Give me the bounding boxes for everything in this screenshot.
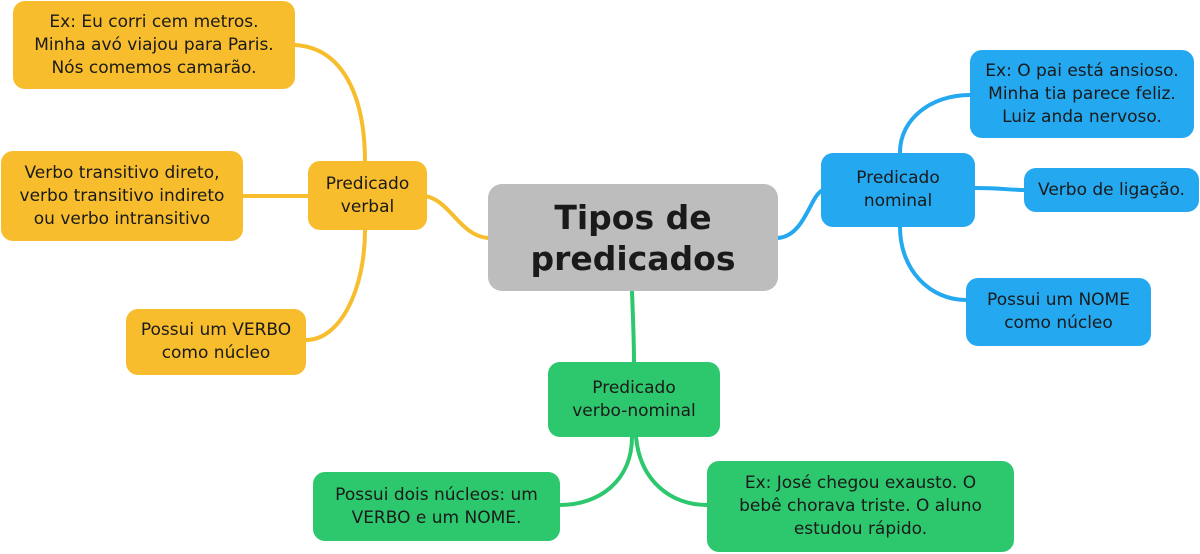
nominal-example-node: Ex: O pai está ansioso. Minha tia parece… [970, 50, 1194, 138]
link-nominal-nucleus [898, 225, 968, 302]
verbo-nominal-example-text: Ex: José chegou exausto. O bebê chorava … [739, 473, 982, 539]
link-central-verbo-nominal [630, 289, 636, 364]
nominal-example-text: Ex: O pai está ansioso. Minha tia parece… [985, 60, 1179, 127]
link-nominal-example [898, 93, 972, 154]
link-verbal-example [293, 43, 367, 164]
verbo-nominal-label: Predicado verbo-nominal [572, 377, 696, 421]
verbal-verbs-text: Verbo transitivo direto, verbo transitiv… [19, 162, 225, 229]
verbal-label: Predicado verbal [325, 173, 410, 217]
verbo-nominal-nucleus-node: Possui dois núcleos: um VERBO e um NOME. [313, 472, 560, 541]
link-vn-nucleus [558, 435, 634, 507]
verbo-nominal-example-node: Ex: José chegou exausto. O bebê chorava … [707, 461, 1014, 552]
verbal-node: Predicado verbal [308, 161, 427, 230]
nominal-verb-text: Verbo de ligação. [1038, 179, 1185, 200]
nominal-node: Predicado nominal [821, 153, 975, 227]
nominal-nucleus-node: Possui um NOME como núcleo [966, 278, 1151, 346]
link-vn-example [634, 435, 709, 507]
verbo-nominal-nucleus-text: Possui dois núcleos: um VERBO e um NOME. [335, 484, 538, 528]
link-central-verbal [423, 194, 490, 240]
verbal-nucleus-node: Possui um VERBO como núcleo [126, 309, 306, 375]
link-verbal-nucleus [304, 228, 367, 342]
link-nominal-verb [973, 186, 1027, 192]
link-central-nominal [776, 188, 825, 240]
nominal-verb-node: Verbo de ligação. [1024, 168, 1199, 212]
verbal-example-node: Ex: Eu corri cem metros. Minha avó viajo… [13, 1, 295, 89]
nominal-nucleus-text: Possui um NOME como núcleo [987, 290, 1130, 333]
verbal-example-text: Ex: Eu corri cem metros. Minha avó viajo… [34, 11, 274, 78]
central-topic: Tipos de predicados [488, 184, 778, 291]
central-title: Tipos de predicados [530, 197, 736, 278]
verbal-nucleus-text: Possui um VERBO como núcleo [140, 320, 292, 363]
nominal-label: Predicado nominal [856, 168, 940, 211]
verbal-verbs-node: Verbo transitivo direto, verbo transitiv… [1, 151, 243, 241]
verbo-nominal-node: Predicado verbo-nominal [548, 362, 720, 437]
